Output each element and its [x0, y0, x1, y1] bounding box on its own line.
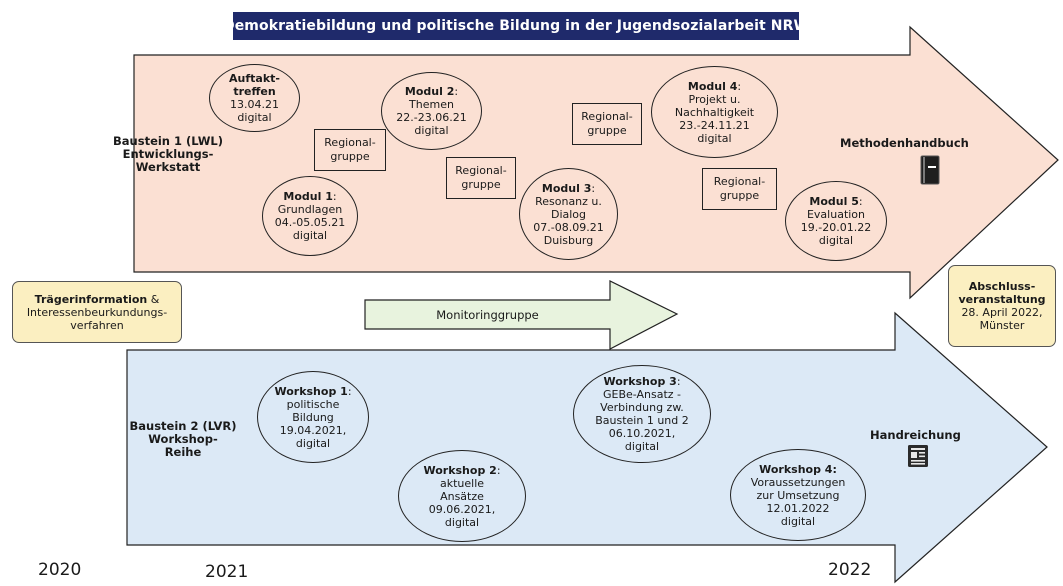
traegerinformation-note: Trägerinformation & Interessenbeurkundun…: [12, 281, 182, 343]
document-icon: [908, 445, 928, 467]
year-2021-label: 2021: [205, 562, 249, 582]
handreichung-label: Handreichung: [870, 428, 961, 442]
year-2020-label: 2020: [38, 560, 82, 580]
regionalgruppe-box: Regional- gruppe: [702, 168, 777, 210]
auftakttreffen-oval: Auftakt- treffen 13.04.21 digital: [209, 64, 300, 132]
regionalgruppe-box: Regional- gruppe: [446, 157, 516, 199]
abschlussveranstaltung-note: Abschluss- veranstaltung 28. April 2022,…: [948, 265, 1056, 347]
modul2-oval: Modul 2: Themen 22.-23.06.21 digital: [381, 72, 482, 150]
modul1-oval: Modul 1: Grundlagen 04.-05.05.21 digital: [262, 176, 358, 256]
book-icon: [920, 155, 940, 185]
modul5-oval: Modul 5: Evaluation 19.-20.01.22 digital: [785, 181, 887, 261]
modul3-oval: Modul 3: Resonanz u. Dialog 07.-08.09.21…: [519, 168, 618, 260]
monitoring-arrow: [364, 280, 679, 350]
year-2022-label: 2022: [828, 560, 872, 580]
diagram-title: Demokratiebildung und politische Bildung…: [223, 12, 809, 40]
workshop4-oval: Workshop 4: Voraussetzungen zur Umsetzun…: [730, 449, 866, 541]
workshop3-oval: Workshop 3: GEBe-Ansatz - Verbindung zw.…: [573, 365, 711, 463]
regionalgruppe-box: Regional- gruppe: [572, 103, 642, 145]
modul4-oval: Modul 4: Projekt u. Nachhaltigkeit 23.-2…: [651, 66, 778, 158]
baustein2-label: Baustein 2 (LVR) Workshop- Reihe: [129, 419, 237, 459]
workshop2-oval: Workshop 2: aktuelle Ansätze 09.06.2021,…: [398, 450, 526, 542]
monitoringgruppe-label: Monitoringgruppe: [436, 308, 539, 322]
baustein1-label: Baustein 1 (LWL) Entwicklungs- Werkstatt: [113, 134, 223, 174]
workshop1-oval: Workshop 1: politische Bildung 19.04.202…: [257, 371, 369, 463]
regionalgruppe-box: Regional- gruppe: [314, 129, 386, 171]
methodenhandbuch-label: Methodenhandbuch: [840, 136, 969, 150]
